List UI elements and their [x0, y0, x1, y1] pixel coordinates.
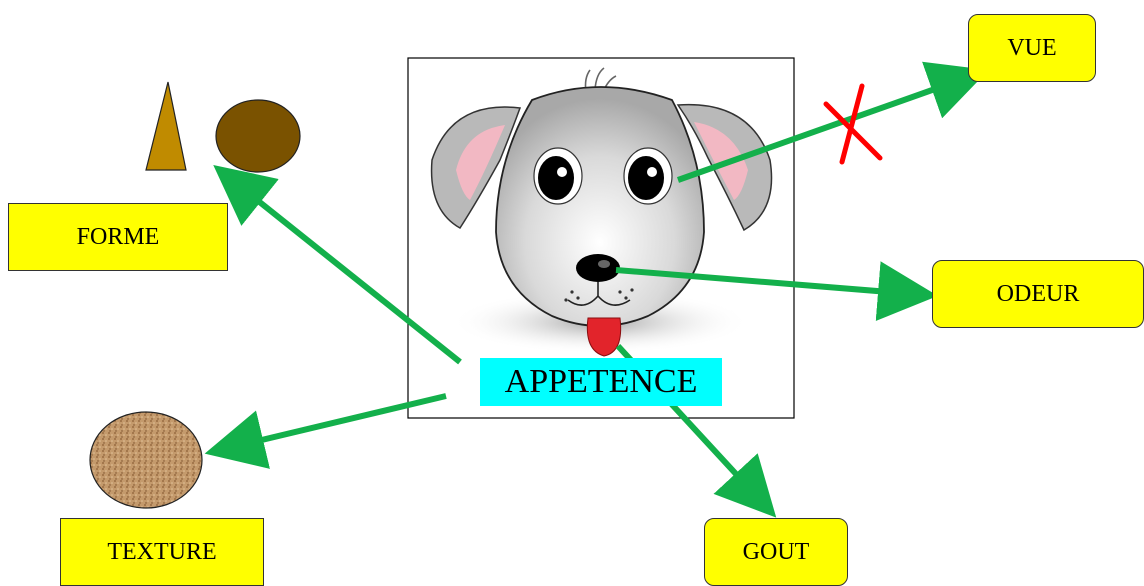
label-vue: VUE: [968, 14, 1096, 82]
ellipse-shape-icon: [215, 99, 301, 173]
label-odeur: ODEUR: [932, 260, 1144, 328]
triangle-shape-icon: [145, 81, 187, 171]
texture-disc-icon: [89, 411, 203, 509]
center-label-appetence: APPETENCE: [480, 358, 722, 406]
label-vue-text: VUE: [1007, 34, 1057, 61]
label-texture: TEXTURE: [60, 518, 264, 586]
label-gout: GOUT: [704, 518, 848, 586]
label-odeur-text: ODEUR: [996, 280, 1080, 307]
label-gout-text: GOUT: [742, 538, 810, 565]
arrow-to-texture: [204, 393, 447, 469]
label-forme-text: FORME: [76, 223, 160, 250]
label-forme: FORME: [8, 203, 228, 271]
label-texture-text: TEXTURE: [107, 538, 217, 565]
dog-face-icon: [430, 67, 773, 357]
red-cross-icon: [823, 83, 883, 165]
arrow-to-odeur: [615, 261, 938, 322]
arrow-to-forme: [213, 165, 462, 365]
arrow-to-vue: [676, 61, 989, 183]
